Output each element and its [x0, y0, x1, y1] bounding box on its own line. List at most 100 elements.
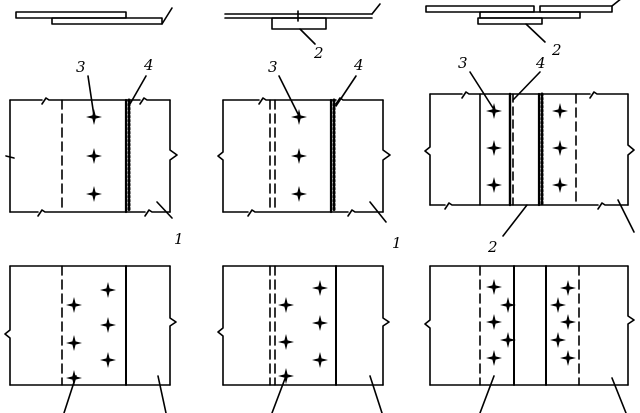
break-mark	[5, 155, 15, 159]
leader-3	[87, 75, 95, 117]
strap-plate	[477, 17, 543, 25]
lower-plate	[479, 11, 581, 19]
rivet-marker	[100, 317, 116, 333]
label-3: 3	[458, 54, 468, 72]
label-2: 2	[313, 44, 324, 62]
rivet-marker	[552, 140, 568, 156]
rivet-marker	[486, 103, 502, 119]
plate-right-edge	[169, 265, 177, 386]
rivet-marker	[560, 350, 576, 366]
plate-left-edge	[4, 265, 11, 386]
label-2: 2	[487, 238, 498, 256]
rivet-marker	[550, 332, 566, 348]
leader-line	[479, 375, 495, 413]
rivet-marker	[291, 109, 307, 125]
label-2: 2	[551, 41, 562, 59]
rivet-marker	[100, 282, 116, 298]
plate-top-edge	[222, 97, 384, 105]
label-3: 3	[268, 58, 278, 76]
plan-view-lap-weld-left	[5, 75, 178, 219]
rivet-marker	[312, 352, 328, 368]
leader-line	[157, 375, 167, 413]
plate-right-edge	[627, 93, 635, 206]
lower-plate	[51, 17, 163, 25]
rivet-marker	[486, 350, 502, 366]
rivet-marker	[552, 177, 568, 193]
rivet-marker	[86, 186, 102, 202]
rivet-marker	[312, 280, 328, 296]
rivet-marker	[278, 334, 294, 350]
leader-line	[611, 377, 627, 413]
rivet-marker	[486, 314, 502, 330]
rivet-marker	[100, 352, 116, 368]
rivet-marker	[86, 148, 102, 164]
rivet-marker	[560, 314, 576, 330]
leader-plate	[617, 199, 635, 233]
label-4: 4	[353, 56, 364, 74]
side-view-two-straps	[425, 0, 621, 43]
leader-4	[129, 75, 147, 105]
plan-view-bottom-middle	[217, 265, 390, 413]
plate-top-edge	[429, 91, 629, 99]
leader-4	[512, 71, 541, 101]
plate-right-edge	[627, 265, 635, 386]
rivet-marker	[560, 280, 576, 296]
rivet-marker	[486, 140, 502, 156]
rivet-marker	[486, 279, 502, 295]
leader-1	[369, 201, 387, 223]
plate-left-edge	[217, 99, 224, 213]
rivet-marker	[66, 335, 82, 351]
strap-leader	[299, 28, 316, 45]
rivet-marker	[486, 177, 502, 193]
leader-line	[611, 0, 621, 7]
side-view-one-strap	[224, 3, 381, 45]
label-1: 1	[392, 234, 402, 252]
plate-right-edge	[169, 99, 178, 213]
rivet-marker	[550, 297, 566, 313]
plate-right-edge	[382, 265, 390, 386]
leader-line	[371, 3, 381, 15]
upper-plate	[15, 11, 127, 19]
plate-right-edge	[382, 99, 391, 213]
rivet-marker	[291, 148, 307, 164]
leader-4	[335, 75, 357, 107]
upper-plate-right	[539, 5, 613, 13]
rivet-marker	[278, 297, 294, 313]
leader-3	[278, 75, 299, 115]
rivet-marker	[552, 103, 568, 119]
leader-3	[469, 71, 494, 109]
plate-top-edge	[9, 97, 171, 105]
plate-left-edge	[424, 265, 431, 386]
leader-line	[271, 375, 287, 413]
plate-bottom-edge	[9, 209, 171, 217]
rivet-marker	[66, 370, 82, 386]
rivet-marker	[278, 368, 294, 384]
rivet-marker	[500, 332, 516, 348]
plan-view-lap-weld-middle	[217, 75, 391, 223]
plan-view-strap-weld-right	[424, 71, 635, 237]
rivet-marker	[291, 186, 307, 202]
rivet-marker	[66, 297, 82, 313]
strap-plate	[271, 17, 327, 30]
label-4: 4	[143, 56, 154, 74]
leader-line	[161, 7, 173, 25]
plate-left-edge	[424, 93, 431, 206]
label-3: 3	[76, 58, 86, 76]
label-4: 4	[535, 54, 546, 72]
label-1: 1	[174, 230, 184, 248]
rivet-marker	[86, 109, 102, 125]
plate-left-edge	[217, 265, 224, 386]
leader-1	[156, 201, 173, 219]
plate-bottom-edge	[222, 209, 384, 217]
rivet-markers	[66, 103, 576, 386]
plan-view-bottom-left	[4, 265, 177, 413]
leader-line	[369, 375, 383, 413]
leader-2	[502, 204, 528, 237]
plan-view-bottom-right	[424, 265, 635, 413]
rivet-marker	[500, 297, 516, 313]
rivet-marker	[312, 315, 328, 331]
side-view-single-lap	[15, 7, 173, 25]
strap-leader	[525, 23, 546, 43]
